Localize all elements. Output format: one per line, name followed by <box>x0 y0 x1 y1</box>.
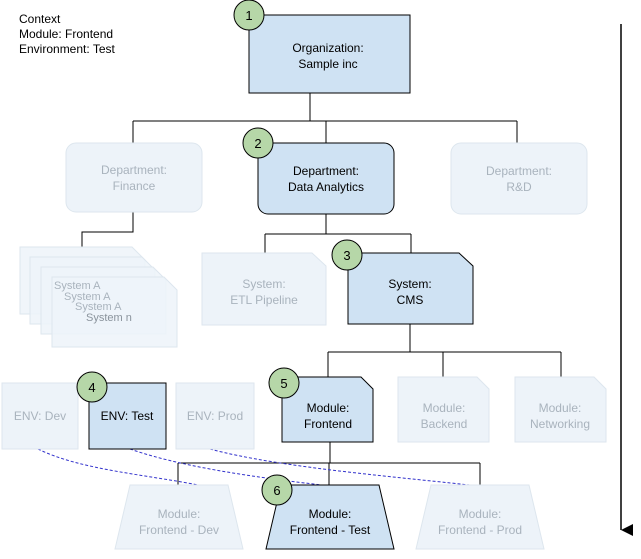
step-badges: 1 2 3 4 5 6 <box>76 0 363 506</box>
node-organization-line2: Sample inc <box>298 57 357 71</box>
env-links <box>37 448 479 487</box>
node-module-backend-line2: Backend <box>421 417 468 431</box>
node-module-frontend-dev[interactable]: Module: Frontend - Dev <box>114 484 244 550</box>
node-dept-analytics-line2: Data Analytics <box>288 180 364 194</box>
node-env-prod-label: ENV: Prod <box>187 409 243 423</box>
step-badge-3-label: 3 <box>343 248 350 263</box>
connector-analytics-systems <box>264 214 412 253</box>
context-environment: Environment: Test <box>19 42 115 56</box>
stack-card-4 <box>51 276 178 348</box>
stack-item-1: System A <box>54 280 101 292</box>
step-badge-5: 5 <box>268 367 300 399</box>
context-heading: Context <box>19 12 61 26</box>
node-dept-finance[interactable]: Department: Finance <box>65 142 203 213</box>
node-module-frontend-prod-line2: Frontend - Prod <box>438 523 522 537</box>
node-module-backend[interactable]: Module: Backend <box>397 376 490 443</box>
node-organization[interactable]: Organization: Sample inc <box>248 14 411 94</box>
node-system-stack[interactable]: System A System A System A System n <box>19 246 178 348</box>
node-module-frontend-prod[interactable]: Module: Frontend - Prod <box>415 484 545 550</box>
node-system-etl-line1: System: <box>242 277 285 291</box>
link-prod-to-frontend-prod <box>209 448 479 487</box>
step-badge-5-label: 5 <box>280 376 287 391</box>
step-badge-4: 4 <box>76 371 108 403</box>
node-module-frontend-prod-line1: Module: <box>459 507 502 521</box>
link-dev-to-frontend-dev <box>37 448 204 487</box>
node-env-prod[interactable]: ENV: Prod <box>175 382 255 450</box>
context-module: Module: Frontend <box>19 27 114 41</box>
step-badge-6: 6 <box>261 474 293 506</box>
node-system-cms[interactable]: System: CMS <box>347 252 474 325</box>
step-badge-2-label: 2 <box>254 136 261 151</box>
node-dept-analytics[interactable]: Department: Data Analytics <box>257 142 395 215</box>
node-module-frontend-line1: Module: <box>307 401 350 415</box>
node-env-test-label: ENV: Test <box>101 409 154 423</box>
connector-cms-modules <box>327 324 562 377</box>
step-badge-4-label: 4 <box>88 380 95 395</box>
step-badge-2: 2 <box>242 127 274 159</box>
step-badge-1-label: 1 <box>245 8 252 23</box>
connector-finance-systems <box>81 212 134 247</box>
connector-frontend-envmodules <box>177 442 481 485</box>
node-dept-finance-line2: Finance <box>113 179 156 193</box>
node-module-frontend-dev-line1: Module: <box>158 507 201 521</box>
node-module-networking-line1: Module: <box>539 401 582 415</box>
node-module-frontend-dev-line2: Frontend - Dev <box>139 523 219 537</box>
node-module-frontend-line2: Frontend <box>304 417 352 431</box>
node-system-etl-line2: ETL Pipeline <box>230 293 298 307</box>
connectors <box>81 93 562 485</box>
node-organization-line1: Organization: <box>292 41 363 55</box>
node-module-frontend-test-line2: Frontend - Test <box>290 523 371 537</box>
node-dept-rd-line2: R&D <box>506 180 532 194</box>
step-badge-3: 3 <box>331 239 363 271</box>
node-module-frontend-test[interactable]: Module: Frontend - Test <box>265 484 395 550</box>
node-dept-rd-line1: Department: <box>486 164 552 178</box>
node-module-networking[interactable]: Module: Networking <box>514 376 607 443</box>
node-system-cms-line2: CMS <box>397 293 424 307</box>
node-module-backend-line1: Module: <box>423 401 466 415</box>
node-env-dev[interactable]: ENV: Dev <box>1 382 79 450</box>
link-test-to-frontend-test <box>129 448 331 487</box>
node-module-networking-line2: Networking <box>530 417 590 431</box>
stack-item-4: System n <box>86 312 132 324</box>
node-system-cms-line1: System: <box>388 277 431 291</box>
connector-org-departments <box>132 93 518 143</box>
node-dept-analytics-line1: Department: <box>293 164 359 178</box>
step-badge-6-label: 6 <box>273 483 280 498</box>
node-dept-finance-line1: Department: <box>101 163 167 177</box>
node-module-frontend[interactable]: Module: Frontend <box>281 376 374 443</box>
step-badge-1: 1 <box>233 0 265 31</box>
node-dept-rd[interactable]: Department: R&D <box>450 142 588 215</box>
node-system-etl[interactable]: System: ETL Pipeline <box>201 252 327 326</box>
node-env-dev-label: ENV: Dev <box>14 409 66 423</box>
node-module-frontend-test-line1: Module: <box>309 507 352 521</box>
stack-item-2: System A <box>64 291 111 303</box>
stack-item-3: System A <box>75 301 122 313</box>
